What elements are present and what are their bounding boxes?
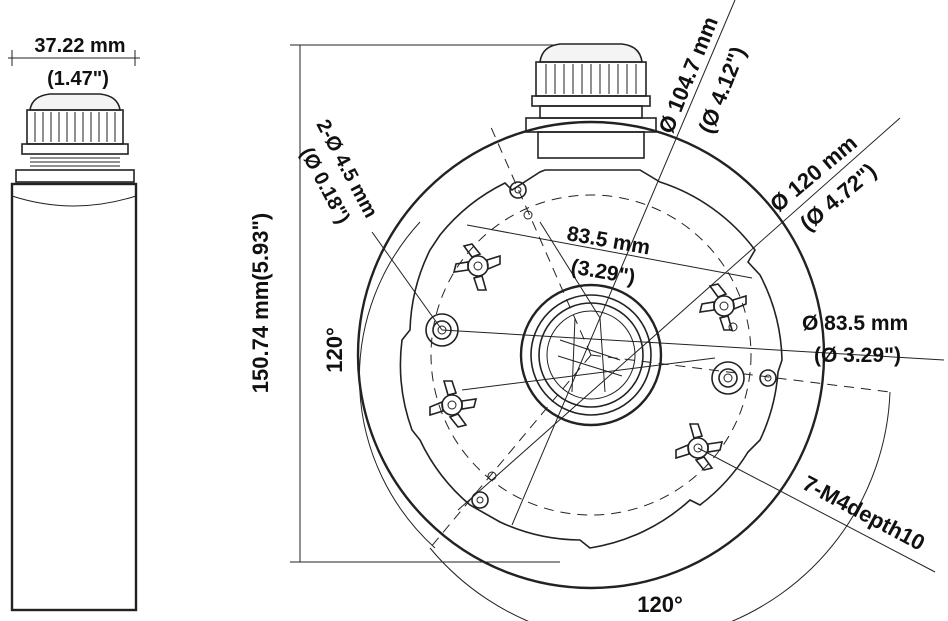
height-dimension-label: 150.74 mm(5.93") xyxy=(248,213,273,393)
thread-leader xyxy=(697,447,936,573)
top-gland-cap xyxy=(539,43,643,63)
centerlines xyxy=(429,124,891,549)
center-hub-outer xyxy=(519,283,663,427)
mount-post-left-lower xyxy=(429,380,478,428)
dia-120-leader xyxy=(457,117,901,511)
dia-835-leader xyxy=(441,329,945,361)
hole-leader xyxy=(371,231,443,331)
angle-bottom-label: 120° xyxy=(637,592,683,617)
gland-nut xyxy=(21,143,129,155)
angle-left-label: 120° xyxy=(322,327,347,373)
top-view: 150.74 mm(5.93") xyxy=(248,0,945,621)
angle-arc-bottom xyxy=(429,391,891,621)
top-gland-neck xyxy=(537,131,645,159)
dia-835-in-label: (Ø 3.29") xyxy=(814,344,901,367)
inner-rim xyxy=(399,169,783,549)
dimension-leaders xyxy=(371,0,945,573)
dia-835-mm-label: Ø 83.5 mm xyxy=(802,312,908,335)
center-hub-core xyxy=(546,310,636,400)
body-top-curve xyxy=(11,195,137,207)
top-gland-nut xyxy=(531,95,651,107)
thread-spec-label: 7-M4depth10 xyxy=(799,470,929,555)
side-width-in-label: (1.47") xyxy=(47,68,109,90)
gland-base-flange xyxy=(15,169,135,183)
boss-right xyxy=(711,361,745,395)
mount-post-right-upper xyxy=(698,283,747,331)
screw-hole-top xyxy=(509,181,527,199)
side-width-mm-label: 37.22 mm xyxy=(34,35,125,57)
gland-thread xyxy=(30,157,120,167)
span-835-mm-label: 83.5 mm xyxy=(565,222,652,259)
center-hub-slots xyxy=(557,317,623,393)
mount-post-left-upper xyxy=(452,243,501,291)
gland-cap-ribs xyxy=(34,112,116,142)
top-gland-ribs xyxy=(545,64,637,94)
span-835-line xyxy=(466,224,753,279)
screw-hole-right xyxy=(759,369,777,387)
outer-circle xyxy=(356,120,826,590)
gland-cap-top xyxy=(29,93,121,111)
top-gland-flange xyxy=(525,117,657,133)
side-view: 37.22 mm (1.47") xyxy=(8,35,140,612)
top-gland-thread xyxy=(539,105,643,119)
center-hub-ring xyxy=(530,294,652,416)
dia-1047-leader xyxy=(511,0,736,526)
angle-arc-left xyxy=(358,221,436,549)
screw-hole-bottom xyxy=(471,491,489,509)
junction-box-body-side xyxy=(10,182,138,612)
post-link-line-2 xyxy=(539,221,601,319)
post-link-line xyxy=(461,357,716,391)
bolt-circle xyxy=(430,194,752,516)
mount-post-right-lower xyxy=(675,423,724,471)
